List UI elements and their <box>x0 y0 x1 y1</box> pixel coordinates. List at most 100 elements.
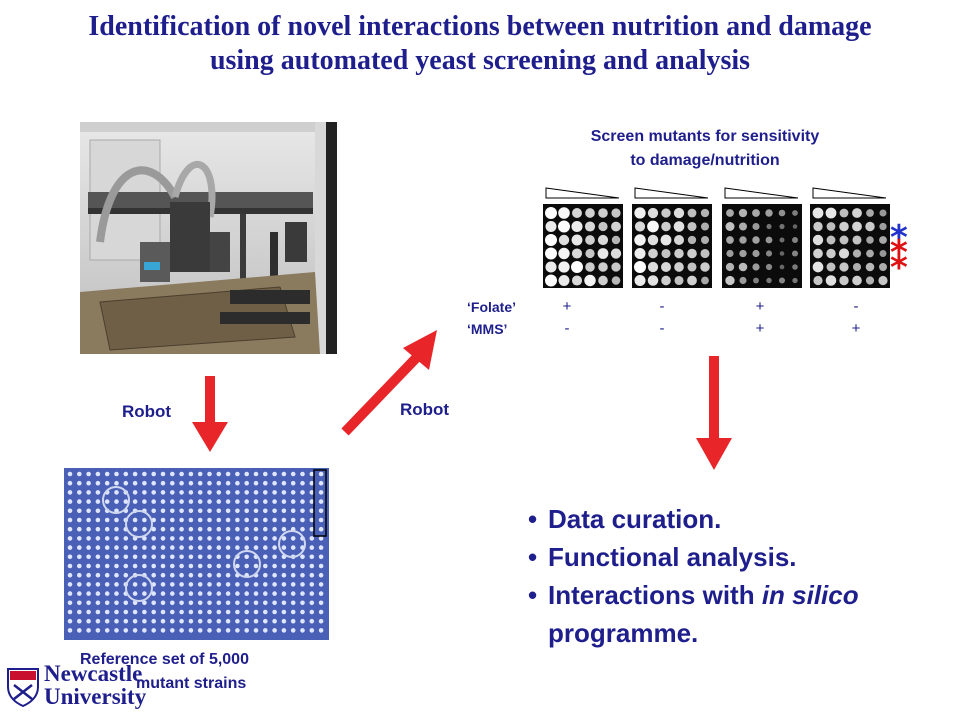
yeast-colony <box>95 591 101 596</box>
yeast-colony <box>114 517 119 523</box>
yeast-colony <box>216 508 222 514</box>
yeast-colony <box>826 222 836 231</box>
yeast-colony <box>132 554 138 560</box>
yeast-colony <box>272 628 277 633</box>
yeast-colony <box>812 261 824 273</box>
yeast-colony <box>114 572 119 578</box>
yeast-colony <box>179 508 184 514</box>
yeast-colony <box>290 600 296 606</box>
yeast-colony <box>114 582 119 587</box>
yeast-colony <box>753 277 759 284</box>
yeast-colony <box>151 563 156 569</box>
yeast-colony <box>739 276 747 285</box>
yeast-colony <box>104 618 110 624</box>
yeast-colony <box>170 545 175 550</box>
yeast-colony <box>290 536 296 541</box>
yeast-colony <box>545 247 557 260</box>
yeast-colony <box>179 600 184 606</box>
yeast-colony <box>738 262 748 272</box>
yeast-colony <box>188 591 194 596</box>
yeast-colony <box>300 517 305 523</box>
yeast-colony <box>812 207 824 219</box>
yeast-colony <box>95 536 101 541</box>
growth-plates <box>543 187 890 288</box>
yeast-colony <box>752 236 760 244</box>
yeast-colony <box>687 208 697 218</box>
yeast-colony <box>67 471 73 477</box>
yeast-colony <box>281 480 287 486</box>
slide-title-line2: using automated yeast screening and anal… <box>209 45 751 76</box>
yeast-colony <box>95 628 101 633</box>
yeast-colony <box>253 508 259 514</box>
yeast-colony <box>114 480 119 486</box>
yeast-colony <box>160 609 166 615</box>
yeast-colony <box>197 490 203 495</box>
yeast-colony <box>142 545 147 550</box>
yeast-colony <box>598 262 608 272</box>
yeast-colony <box>309 618 315 624</box>
yeast-colony <box>687 221 697 232</box>
robot-label-1: Robot <box>122 402 172 421</box>
yeast-colony <box>558 234 570 246</box>
yeast-colony <box>188 545 194 550</box>
yeast-colony <box>188 572 194 578</box>
yeast-colony <box>263 563 268 569</box>
yeast-colony <box>67 490 73 495</box>
yeast-colony <box>309 499 315 504</box>
yeast-colony <box>170 563 175 569</box>
yeast-colony <box>216 563 222 569</box>
yeast-colony <box>132 526 138 532</box>
yeast-colony <box>197 618 203 624</box>
yeast-colony <box>558 207 570 219</box>
yeast-colony <box>123 628 129 633</box>
star-marker-blue: * <box>890 218 908 258</box>
yeast-colony <box>114 536 119 541</box>
yeast-colony <box>878 275 888 286</box>
yeast-colony <box>95 609 101 615</box>
yeast-colony <box>86 490 91 495</box>
yeast-colony <box>253 536 259 541</box>
yeast-colony <box>272 471 277 477</box>
yeast-colony <box>86 480 91 486</box>
yeast-colony <box>207 536 212 541</box>
yeast-colony <box>253 618 259 624</box>
yeast-colony <box>188 490 194 495</box>
screen-title-line2: to damage/nutrition <box>630 152 780 169</box>
yeast-colony <box>244 490 249 495</box>
yeast-colony <box>142 517 147 523</box>
logo-line1: Newcastle <box>44 661 143 686</box>
yeast-colony <box>132 499 138 504</box>
yeast-colony <box>839 262 849 272</box>
yeast-colony <box>86 582 91 587</box>
yeast-colony <box>571 261 583 273</box>
yeast-colony <box>272 536 277 541</box>
yeast-colony <box>290 490 296 495</box>
yeast-colony <box>865 221 875 232</box>
yeast-colony <box>67 609 73 615</box>
yeast-colony <box>160 591 166 596</box>
yeast-colony <box>151 572 156 578</box>
analysis-bullets: • Data curation. • Functional analysis. … <box>528 500 859 652</box>
yeast-colony <box>225 517 231 523</box>
yeast-colony <box>235 582 240 587</box>
yeast-colony <box>661 275 671 286</box>
yeast-colony <box>77 526 82 532</box>
growth-plate <box>722 204 802 288</box>
red-arrow-diagonal <box>341 330 437 436</box>
yeast-colony <box>67 618 73 624</box>
yeast-colony <box>132 490 138 495</box>
yeast-colony <box>132 628 138 633</box>
yeast-colony <box>674 248 684 259</box>
yeast-colony <box>263 554 268 560</box>
yeast-colony <box>318 554 324 560</box>
yeast-colony <box>95 563 101 569</box>
yeast-colony <box>545 261 557 273</box>
yeast-colony <box>104 517 110 523</box>
yeast-colony <box>104 536 110 541</box>
yeast-plate <box>64 468 329 640</box>
yeast-colony <box>207 545 212 550</box>
yeast-colony <box>263 600 268 606</box>
folate-sign-3: + <box>755 298 765 315</box>
yeast-colony <box>179 572 184 578</box>
yeast-colony <box>318 517 324 523</box>
